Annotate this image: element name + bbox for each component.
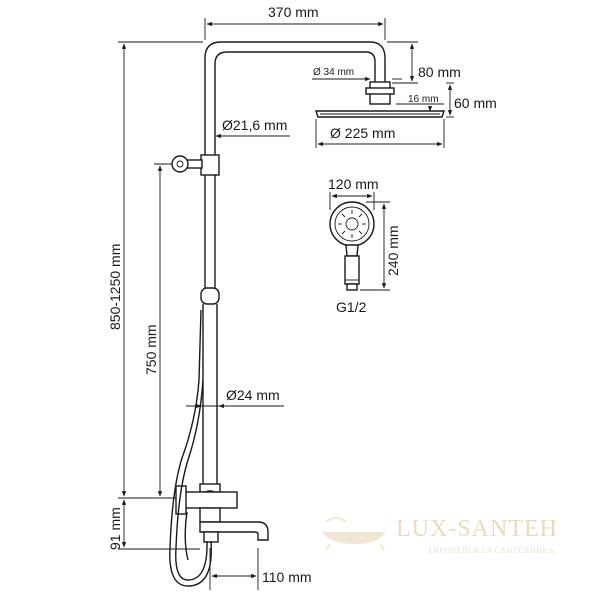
label-spout-length: 110 mm — [262, 569, 312, 585]
dim-spout-length: 110 mm — [209, 548, 312, 590]
dim-spacing-height: 750 mm — [143, 163, 176, 499]
dim-arm-length: 370 mm — [204, 4, 386, 40]
handshower-head — [329, 201, 375, 247]
watermark-tagline: ЕВРОПЕЙСКАЯ САНТЕХНИКА — [428, 546, 554, 555]
spray-nozzles-icon — [338, 210, 366, 238]
dim-arm-height: 80 mm — [387, 41, 461, 84]
shower-hose — [169, 309, 213, 587]
dim-head-height: 60 mm — [446, 82, 497, 118]
dim-lower-pipe-diameter: Ø24 mm — [186, 387, 284, 409]
dim-handshower-width: 120 mm — [328, 176, 379, 210]
label-base-height: 91 mm — [107, 507, 123, 550]
label-total-height: 850-1250 mm — [107, 244, 123, 330]
label-handshower-width: 120 mm — [328, 176, 379, 192]
label-spacing-height: 750 mm — [143, 324, 159, 375]
label-arm-length: 370 mm — [268, 4, 319, 20]
dim-base-height: 91 mm — [107, 499, 200, 550]
label-upper-pipe-diameter: Ø21,6 mm — [222, 117, 287, 133]
bathtub-logo-icon — [322, 517, 386, 551]
handshower-detail — [329, 201, 375, 291]
dim-handshower-length: 240 mm — [360, 201, 401, 291]
label-lower-pipe-diameter: Ø24 mm — [226, 387, 280, 403]
label-head-height: 60 mm — [454, 95, 497, 111]
mixer-handle — [175, 485, 187, 515]
overhead-arm — [204, 41, 386, 158]
shower-head — [315, 81, 445, 118]
label-arm-height: 80 mm — [418, 64, 461, 80]
dim-head-thickness: 16 mm — [396, 94, 444, 112]
height-adjuster — [200, 287, 220, 305]
bath-spout — [199, 521, 269, 541]
dim-connector-diameter: Ø 34 mm — [312, 67, 402, 82]
dim-head-diameter: Ø 225 mm — [315, 119, 445, 148]
label-handshower-length: 240 mm — [385, 225, 401, 276]
label-head-diameter: Ø 225 mm — [330, 125, 395, 141]
dim-upper-pipe-diameter: Ø21,6 mm — [215, 117, 290, 139]
riser-column — [200, 154, 220, 488]
handshower-thread — [346, 283, 358, 291]
holder-knob — [171, 155, 189, 173]
label-connector-diameter: Ø 34 mm — [313, 67, 354, 78]
upper-coupling — [200, 154, 220, 176]
label-thread: G1/2 — [336, 299, 367, 315]
dim-total-height: 850-1250 mm — [107, 41, 203, 499]
mixer-body — [175, 483, 269, 561]
label-head-thickness: 16 mm — [408, 94, 439, 105]
watermark-brand: LUX-SANTEH — [396, 516, 558, 542]
handshower-holder — [171, 155, 203, 173]
watermark: LUX-SANTEH ЕВРОПЕЙСКАЯ САНТЕХНИКА — [322, 516, 558, 555]
